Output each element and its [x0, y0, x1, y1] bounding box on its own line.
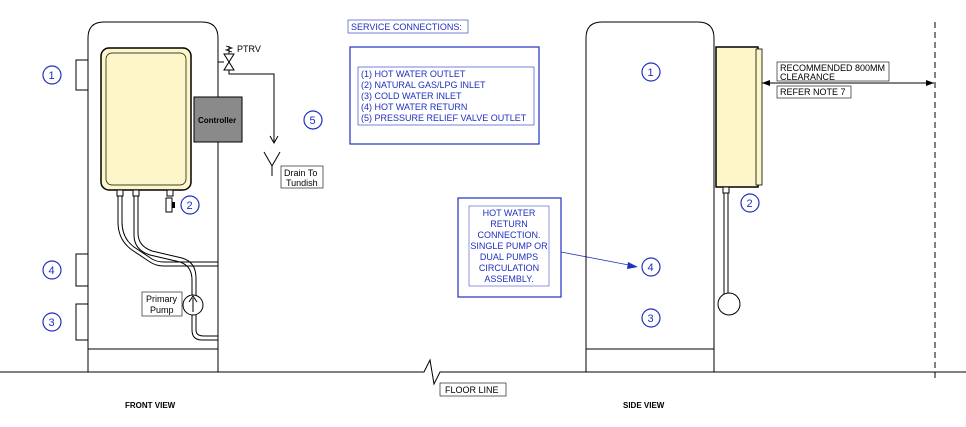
refer-note: REFER NOTE 7 [780, 87, 846, 97]
marker-front-2-text: 2 [187, 200, 193, 212]
service-title-box [347, 19, 469, 34]
primary-pump-label-2: Pump [150, 305, 174, 315]
front-tank-plinth [87, 348, 219, 373]
floor-line-label-box [439, 382, 507, 397]
connection-2: (2) NATURAL GAS/LPG INLET [361, 80, 486, 90]
floor-line [0, 358, 966, 386]
side-heater-panel-front [755, 48, 763, 186]
marker-side-1 [641, 62, 661, 82]
front-stub-3 [75, 303, 89, 341]
clearance-arrow-right [926, 80, 934, 86]
hw-return-line-5: DUAL PUMPS [480, 252, 538, 262]
clearance-label-2: CLEARANCE [780, 72, 835, 82]
hw-return-leader-arrow [627, 262, 638, 269]
side-pipe [723, 193, 729, 294]
hw-return-line-4: SINGLE PUMP OR [470, 241, 548, 251]
service-title: SERVICE CONNECTIONS: [351, 22, 462, 32]
tundish-icon [263, 151, 281, 176]
hw-return-line-2: RETURN [490, 219, 528, 229]
gas-valve-knob [172, 202, 175, 208]
fitting-right [166, 189, 174, 197]
pipe-left [117, 196, 218, 267]
hw-return-line-3: CONNECTION. [478, 230, 541, 240]
marker-side-2 [740, 193, 760, 213]
side-view-label: SIDE VIEW [623, 401, 665, 410]
marker-side-2-text: 2 [747, 198, 753, 210]
front-stub-1 [75, 59, 89, 91]
drain-label-1: Drain To [284, 168, 317, 178]
connection-4: (4) HOT WATER RETURN [361, 102, 467, 112]
side-tank-plinth [585, 348, 715, 373]
pipe-mid [133, 196, 218, 341]
clearance-label-1: RECOMMENDED 800MM [780, 63, 885, 73]
marker-side-4-text: 4 [648, 262, 654, 274]
hw-return-note: HOT WATER RETURN CONNECTION. SINGLE PUMP… [457, 197, 638, 298]
ptrv-spring-zig [224, 45, 234, 53]
primary-pump-label-box [141, 291, 183, 317]
marker-side-4 [641, 257, 661, 277]
marker-front-5 [303, 110, 323, 130]
drain-arrow-head [269, 135, 279, 145]
marker-front-3 [42, 312, 62, 332]
refer-note-box [776, 85, 852, 99]
primary-pump-label-1: Primary [146, 294, 177, 304]
fitting-mid [132, 189, 140, 197]
front-view: Primary Pump Controller PTRV Drain To Tu… [42, 21, 324, 373]
marker-front-2 [180, 195, 200, 215]
side-view: RECOMMENDED 800MM CLEARANCE REFER NOTE 7… [585, 21, 936, 380]
ptrv-valve [223, 53, 235, 71]
connection-5: (5) PRESSURE RELIEF VALVE OUTLET [361, 113, 527, 123]
front-heater-panel [100, 47, 192, 191]
marker-front-5-text: 5 [310, 115, 316, 127]
pipe-mid-inner [137, 196, 218, 337]
connection-1: (1) HOT WATER OUTLET [361, 69, 466, 79]
drain-label-2: Tundish [286, 178, 318, 188]
floor: FLOOR LINE FRONT VIEW SIDE VIEW [0, 358, 966, 410]
front-stub-4 [75, 253, 89, 287]
floor-line-label: FLOOR LINE [445, 385, 499, 395]
fitting-left [116, 189, 124, 197]
front-tank-body [87, 21, 219, 372]
front-view-label: FRONT VIEW [125, 401, 176, 410]
hw-return-leader [560, 251, 635, 267]
pipe-left-inner [121, 196, 218, 263]
side-pump [717, 292, 741, 316]
controller-label: Controller [198, 116, 236, 125]
service-legend-inner [357, 66, 535, 126]
marker-front-3-text: 3 [49, 317, 55, 329]
connection-3: (3) COLD WATER INLET [361, 91, 462, 101]
marker-front-4 [42, 260, 62, 280]
marker-side-3-text: 3 [648, 313, 654, 325]
primary-pump-arrow [188, 295, 198, 312]
controller-box [193, 96, 243, 143]
drain-label-box [280, 165, 324, 189]
service-connections: SERVICE CONNECTIONS: (1) HOT WATER OUTLE… [347, 19, 540, 145]
front-heater-panel-inner [105, 52, 187, 186]
side-heater-panel [715, 46, 759, 188]
hw-return-inner [468, 205, 550, 287]
marker-front-1-text: 1 [49, 70, 55, 82]
clearance-label-box [776, 61, 890, 82]
gas-valve [165, 197, 173, 213]
ptrv-drain-pipe [228, 70, 275, 142]
marker-front-1 [42, 65, 62, 85]
hw-return-line-7: ASSEMBLY. [484, 274, 533, 284]
clearance-arrow-left [762, 80, 770, 86]
hw-return-line-6: CIRCULATION [479, 263, 539, 273]
hw-return-line-1: HOT WATER [483, 208, 536, 218]
marker-side-1-text: 1 [648, 67, 654, 79]
side-fitting [722, 186, 730, 194]
side-tank-body [585, 21, 715, 372]
ptrv-label: PTRV [237, 44, 261, 54]
marker-front-4-text: 4 [49, 265, 55, 277]
marker-side-3 [641, 308, 661, 328]
